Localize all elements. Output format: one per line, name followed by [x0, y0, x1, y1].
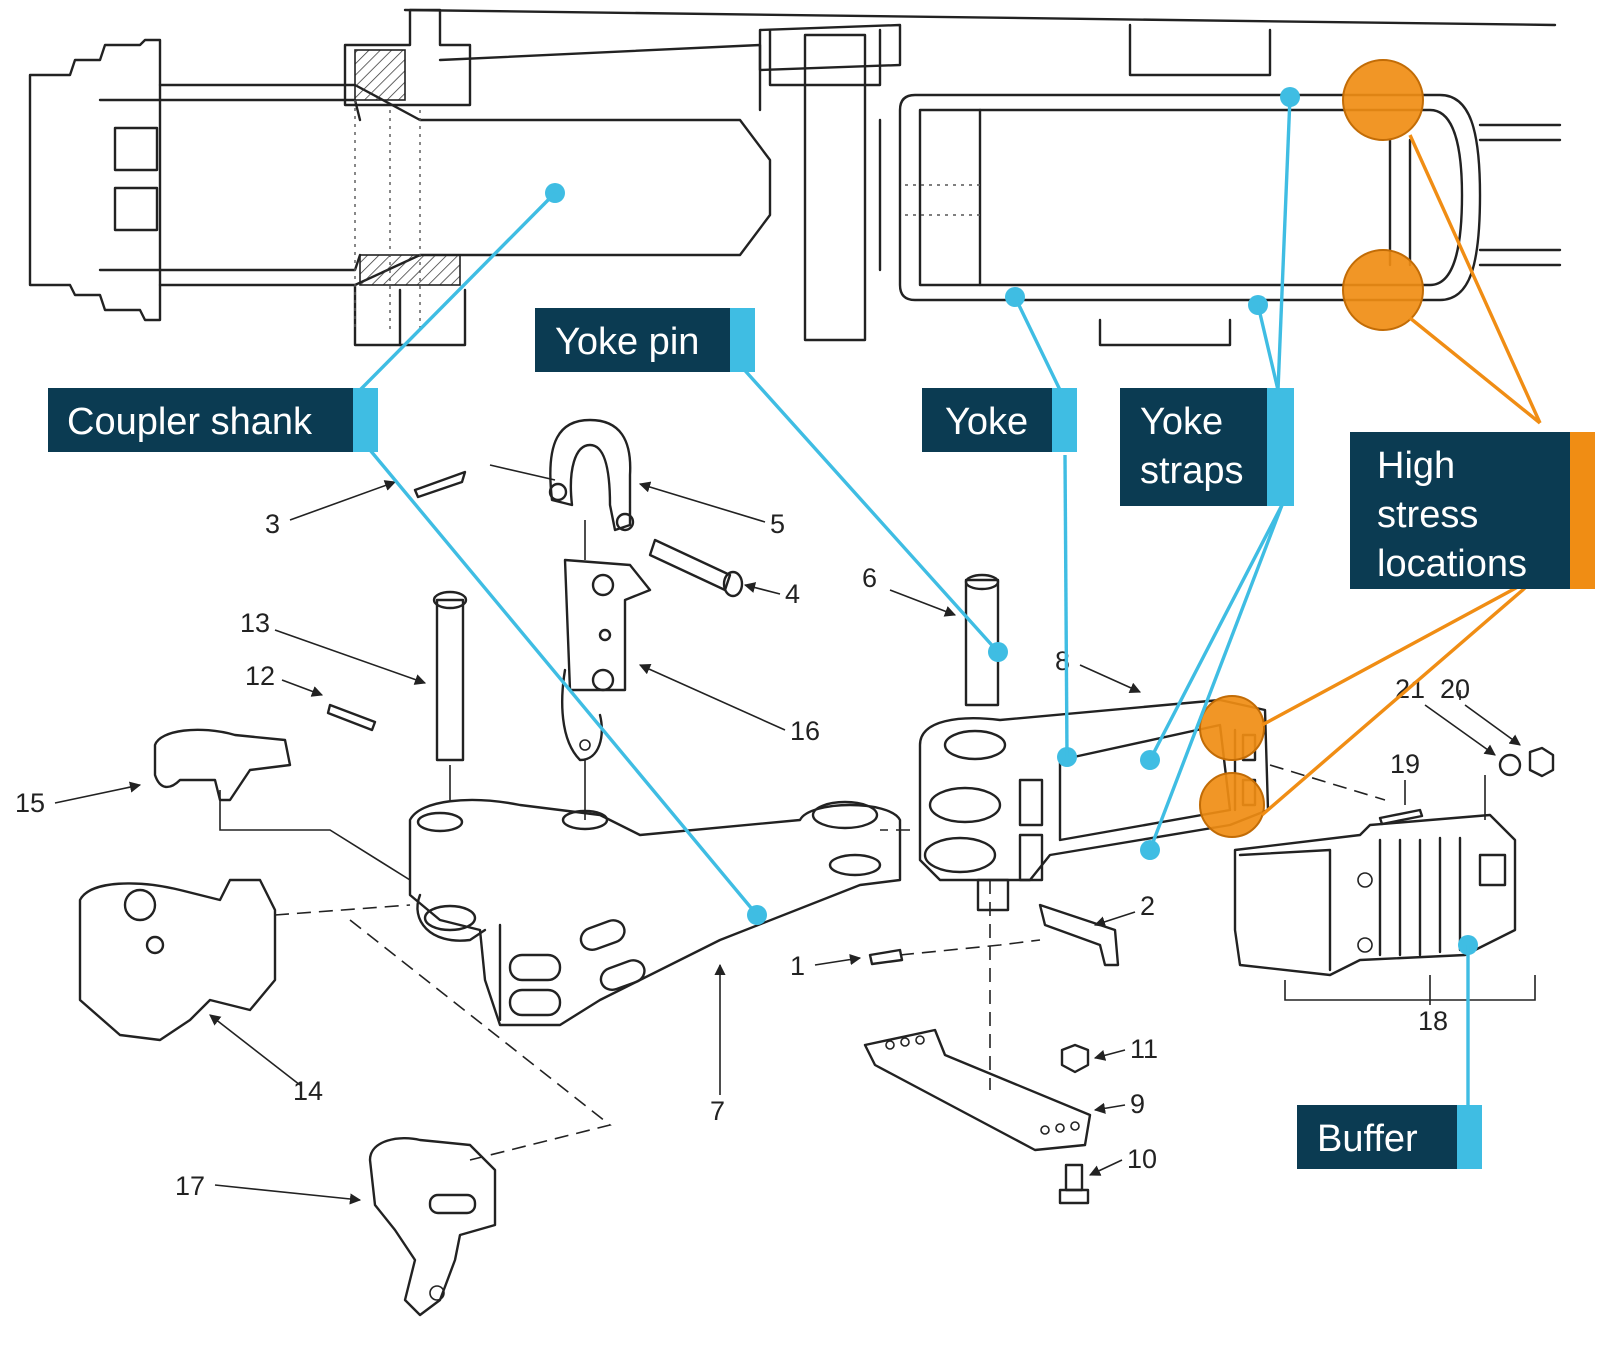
part-number-label: 12: [245, 661, 275, 691]
stress-marker-top-lower: [1342, 249, 1424, 331]
part-number-label: 3: [265, 509, 280, 539]
part-number-label: 5: [770, 509, 785, 539]
part-10-bolt: [1064, 1163, 1084, 1192]
part-number-label: 17: [175, 1171, 205, 1201]
coupler-head-window-lower: [113, 186, 159, 232]
part-14-knuckle-thrower: [78, 878, 277, 1042]
part-18-draft-gear: [1233, 813, 1517, 977]
part-4-pin: [648, 538, 732, 592]
callout-yoke-pin: Yoke pin: [535, 308, 755, 372]
part-number-label: 11: [1130, 1034, 1158, 1064]
callout-buffer-text: Buffer: [1317, 1118, 1418, 1160]
part-number-label: 2: [1140, 891, 1155, 921]
part-number-label: 7: [710, 1096, 725, 1126]
part-number-label: 10: [1127, 1144, 1157, 1174]
coupler-head-outline: [28, 38, 162, 322]
callout-yoke-straps-line1: Yoke: [1140, 401, 1223, 443]
striker-block: [343, 8, 472, 107]
part-13-pivot-pin: [435, 598, 465, 762]
part-1-bolt: [868, 948, 904, 966]
shank-outline: [158, 83, 772, 287]
part-number-label: 9: [1130, 1089, 1145, 1119]
part-6-yoke-pin: [964, 578, 1000, 707]
part-number-label: 14: [293, 1076, 323, 1106]
callout-high-stress-locations: High stress locations: [1350, 432, 1595, 589]
callout-buffer: Buffer: [1297, 1105, 1482, 1169]
part-number-label: 13: [240, 608, 270, 638]
part-number-label: 19: [1390, 749, 1420, 779]
lower-wear-plate: [359, 254, 461, 286]
part-8-yoke: [918, 698, 1270, 882]
callout-high-stress-line1: High: [1377, 445, 1455, 487]
coupler-head-window-upper: [113, 126, 159, 172]
part-11-nut: [1060, 1043, 1090, 1074]
part-number-labels: 1 2 3 4 5 6 7 8 9 10 11 12 13 14 15 16 1…: [15, 480, 1521, 1205]
yoke-outline: [898, 93, 1482, 302]
alignment-lines: [219, 464, 1486, 1161]
stress-marker-yoke-upper: [1199, 695, 1265, 761]
part-17-lock: [368, 1137, 497, 1317]
stress-marker-yoke-lower: [1199, 772, 1265, 838]
part-20-nut: [1528, 746, 1555, 778]
part-3-cotter-pin: [413, 470, 467, 499]
exploded-view: [78, 418, 1555, 1317]
part-number-label: 15: [15, 788, 45, 818]
callout-yoke-pin-text: Yoke pin: [555, 321, 699, 363]
part-12-cotter-pin: [326, 703, 377, 732]
callout-high-stress-line2: stress: [1377, 494, 1478, 536]
part-number-label: 6: [862, 563, 877, 593]
callout-yoke: Yoke: [922, 388, 1077, 452]
stress-marker-top-upper: [1342, 59, 1424, 141]
part-number-label: 4: [785, 579, 800, 609]
callout-coupler-shank-text: Coupler shank: [67, 401, 313, 443]
assembled-view: [28, 8, 1562, 347]
part-number-label: 16: [790, 716, 820, 746]
callout-yoke-straps-line2: straps: [1140, 450, 1243, 492]
part-19-shim: [1378, 808, 1424, 826]
part-number-label: 18: [1418, 1006, 1448, 1036]
high-stress-markers: [1199, 59, 1542, 838]
part-21-washer: [1498, 753, 1522, 777]
part-5-clevis: [549, 418, 632, 532]
part-7-coupler-body: [408, 798, 902, 1027]
part-15-lock-lift: [153, 728, 292, 802]
callout-coupler-shank: Coupler shank: [48, 388, 378, 452]
part-9-support-plate: [863, 1028, 1092, 1152]
callout-high-stress-line3: locations: [1377, 543, 1527, 585]
callout-yoke-text: Yoke: [945, 401, 1028, 443]
part-2-key: [1038, 903, 1120, 967]
callout-yoke-straps: Yoke straps: [1120, 388, 1294, 506]
part-number-label: 1: [790, 951, 805, 981]
part-number-label: 20: [1440, 674, 1470, 704]
leader-lines: [358, 87, 1478, 1110]
